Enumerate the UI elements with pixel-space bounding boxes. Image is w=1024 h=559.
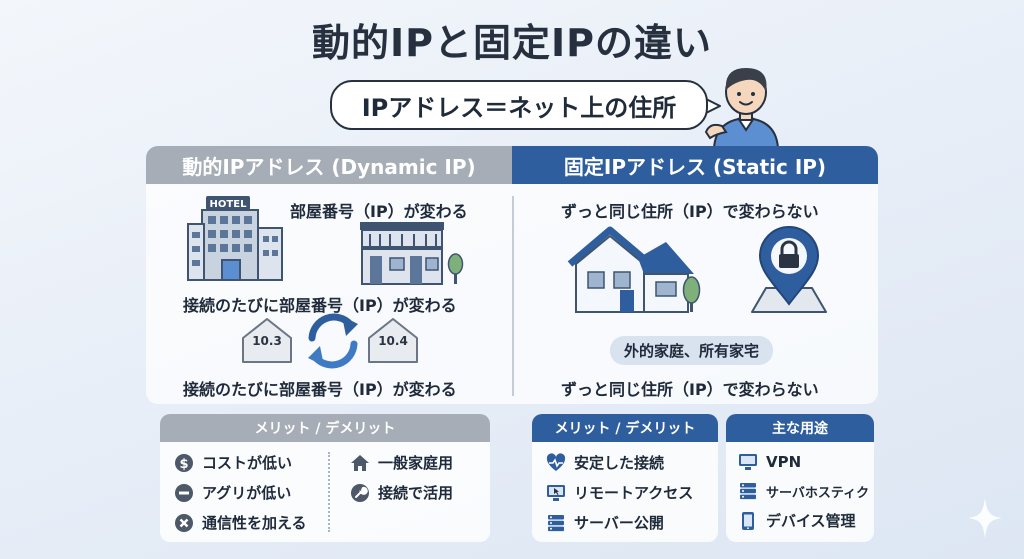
dynamic-merit-label: 一般家庭用: [378, 454, 454, 472]
x-icon: [174, 513, 194, 533]
dynamic-merit-label: 接続で活用: [378, 484, 454, 502]
dynamic-merits-left-list: $ コストが低い アグリが低い 通信性を加える: [174, 452, 307, 533]
monitor-cursor-icon: [546, 483, 566, 503]
static-merit-item: リモートアクセス: [546, 482, 693, 503]
house-b-label: 10.4: [378, 334, 408, 348]
person-icon: [704, 68, 780, 148]
speech-bubble: IPアドレス＝ネット上の住所: [330, 80, 708, 130]
server-icon: [738, 481, 758, 501]
static-merit-item: サーバー公開: [546, 512, 693, 533]
heart-pulse-icon: [546, 452, 566, 473]
static-merits-title: メリット / デメリット: [532, 414, 718, 442]
house-b-icon: [368, 318, 418, 363]
static-line-2: ずっと同じ住所（IP）で変わらない: [561, 380, 819, 399]
use-label: VPN: [766, 453, 802, 471]
static-merits-card: メリット / デメリット 安定した接続 リモートアクセス サーバー公開: [532, 414, 718, 542]
server-icon: [546, 513, 566, 533]
static-merit-label: リモートアクセス: [574, 484, 694, 502]
static-merits-list: 安定した接続 リモートアクセス サーバー公開: [546, 452, 693, 533]
location-lock-icon: [751, 226, 827, 313]
dynamic-merits-divider: [328, 452, 330, 532]
use-item: サーバホスティク: [738, 481, 869, 501]
static-badge: 外的家庭、所有家宅: [610, 336, 774, 365]
uses-title: 主な用途: [726, 414, 874, 442]
monitor-icon: [738, 452, 758, 472]
speech-bubble-text: IPアドレス＝ネット上の住所: [361, 93, 677, 122]
dynamic-merit-label: コストが低い: [202, 454, 293, 472]
dynamic-merits-right-list: 一般家庭用 接続で活用: [350, 452, 453, 503]
dynamic-line-2: 接続のたびに部屋番号（IP）が変わる: [183, 296, 457, 315]
dynamic-merit-label: アグリが低い: [202, 484, 292, 502]
hotel-icon: HOTEL: [187, 196, 283, 281]
dynamic-merits-title: メリット / デメリット: [160, 414, 490, 442]
dynamic-line-3: 接続のたびに部屋番号（IP）が変わる: [183, 380, 457, 399]
static-merit-item: 安定した接続: [546, 452, 693, 473]
dynamic-merit-item: 一般家庭用: [350, 452, 453, 473]
use-item: VPN: [738, 452, 869, 472]
dynamic-ip-header: 動的IPアドレス (Dynamic IP): [146, 146, 512, 184]
wrench-icon: [350, 483, 370, 503]
sparkle-icon: [968, 498, 1002, 538]
dynamic-ip-header-label: 動的IPアドレス (Dynamic IP): [182, 154, 476, 179]
static-line-1: ずっと同じ住所（IP）で変わらない: [561, 202, 819, 221]
dollar-icon: $: [174, 453, 194, 473]
dynamic-merits-card: メリット / デメリット $ コストが低い アグリが低い 通信性を加える 一般家…: [160, 414, 490, 542]
static-merit-label: サーバー公開: [574, 514, 664, 532]
use-item: デバイス管理: [738, 510, 869, 531]
static-ip-header-label: 固定IPアドレス (Static IP): [563, 154, 827, 179]
use-label: サーバホスティク: [766, 485, 870, 501]
dynamic-merit-item: 接続で活用: [350, 482, 453, 503]
phone-icon: [738, 511, 758, 531]
use-label: デバイス管理: [766, 512, 856, 530]
house-a-icon: [242, 318, 292, 363]
panel-divider: [512, 196, 514, 396]
swap-arrows-icon: [308, 313, 358, 369]
minus-icon: [174, 483, 194, 503]
dynamic-merit-item: 通信性を加える: [174, 512, 307, 533]
svg-text:$: $: [179, 457, 188, 472]
dynamic-merit-item: $ コストが低い: [174, 452, 307, 473]
dynamic-line-1: 部屋番号（IP）が変わる: [290, 202, 468, 221]
static-merit-label: 安定した接続: [574, 454, 665, 472]
home-icon: [350, 453, 370, 473]
house-a-label: 10.3: [252, 334, 282, 348]
page-title: 動的IPと固定IPの違い: [312, 21, 712, 65]
uses-list: VPN サーバホスティク デバイス管理: [738, 452, 869, 531]
uses-card: 主な用途 VPN サーバホスティク デバイス管理: [726, 414, 874, 542]
house-icon: [567, 226, 701, 313]
static-ip-header: 固定IPアドレス (Static IP): [512, 146, 878, 184]
apartment-icon: [360, 222, 464, 285]
dynamic-merit-item: アグリが低い: [174, 482, 307, 503]
hotel-sign: HOTEL: [210, 199, 248, 210]
dynamic-merit-label: 通信性を加える: [202, 514, 307, 532]
